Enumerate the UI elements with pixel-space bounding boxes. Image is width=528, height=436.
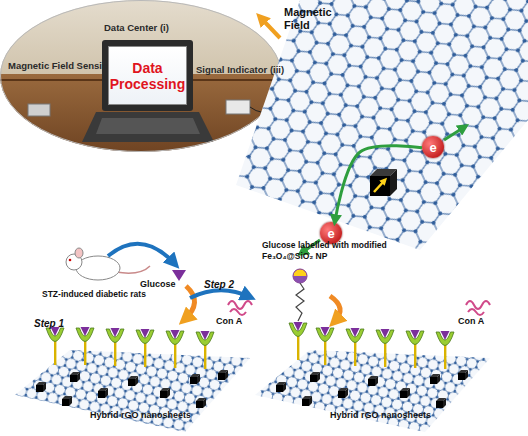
con-a-receptor bbox=[316, 327, 334, 365]
labelled-glucose-label: Glucose labelled with modified Fe₃O₄@SiO… bbox=[262, 240, 390, 261]
binding-arrow bbox=[184, 286, 195, 320]
nanoparticle-cube bbox=[218, 370, 228, 380]
sheet-label: Hybrid rGO nanosheets bbox=[90, 410, 191, 421]
device-label: Signal Indicator (iii) bbox=[196, 64, 284, 75]
step-2-arrow bbox=[190, 290, 250, 298]
laptop-screen: Data Processing bbox=[108, 46, 187, 105]
glucose-sampling-arrow bbox=[108, 244, 175, 264]
con-a-protein bbox=[228, 301, 252, 315]
nanoparticle-cube bbox=[302, 396, 312, 406]
nanoparticle-cube bbox=[70, 372, 80, 382]
linker-chain bbox=[296, 283, 304, 321]
nanoparticle-cube bbox=[458, 370, 468, 380]
con-a-receptor bbox=[436, 331, 454, 369]
protein-label: Con A bbox=[458, 316, 484, 327]
rat-tail bbox=[116, 266, 150, 273]
receptor-row bbox=[289, 322, 454, 369]
nanoparticle-cube bbox=[98, 388, 108, 398]
rat-eye bbox=[69, 259, 72, 262]
con-a-receptor bbox=[289, 322, 307, 360]
sheet-label: Hybrid rGO nanosheets bbox=[330, 410, 431, 421]
nanoparticle-cube bbox=[62, 396, 72, 406]
rgo-sheet bbox=[255, 350, 490, 432]
con-a-receptor bbox=[46, 327, 64, 365]
con-a-receptor bbox=[76, 327, 94, 365]
binding-arrow bbox=[330, 296, 340, 322]
nanoparticle-cube bbox=[36, 382, 46, 392]
magnetic-nanoparticles bbox=[276, 370, 468, 408]
nanoparticle-cube bbox=[430, 374, 440, 384]
nanoparticle-cube bbox=[160, 388, 170, 398]
laptop-keyboard bbox=[82, 112, 214, 142]
keyboard-keys bbox=[96, 118, 200, 134]
rgo-sheet-bg bbox=[15, 350, 250, 432]
step-label: Step 1 bbox=[34, 318, 64, 330]
nanoparticle-cube bbox=[310, 372, 320, 382]
signal-indicator-device bbox=[226, 100, 250, 114]
electron: e bbox=[422, 136, 444, 158]
con-a-receptor bbox=[196, 331, 214, 369]
rat-ear bbox=[75, 248, 83, 258]
electron-transfer-arrow bbox=[335, 146, 422, 223]
receptor-row bbox=[46, 327, 214, 369]
photo-frame bbox=[1, 1, 282, 152]
nanoparticle-cube bbox=[436, 398, 446, 408]
con-a-receptor bbox=[346, 328, 364, 366]
nanoparticle-cube bbox=[368, 376, 378, 386]
rat bbox=[66, 248, 150, 280]
con-a-receptor bbox=[406, 330, 424, 368]
nanoparticle-cube bbox=[338, 388, 348, 398]
fe3o4-sio2-nanoparticle bbox=[293, 269, 307, 283]
nanoparticle-cube bbox=[276, 382, 286, 392]
nanoparticle-cube bbox=[196, 398, 206, 408]
spin-arrow bbox=[374, 180, 385, 192]
protein-label: Con A bbox=[216, 316, 242, 327]
cube-face bbox=[370, 176, 390, 196]
field-label: Magnetic Field bbox=[284, 6, 346, 32]
nanoparticle-shell bbox=[293, 276, 307, 283]
rat-body bbox=[76, 256, 120, 280]
setup-photo-frame: Data Center (i)Magnetic Field Sensing No… bbox=[0, 0, 282, 152]
electron-motion-arrow bbox=[444, 126, 466, 140]
setup-photo bbox=[0, 0, 282, 154]
graphene-sheet bbox=[236, 0, 528, 250]
sample-label: STZ-induced diabetic rats bbox=[42, 289, 146, 300]
con-a-receptor bbox=[376, 329, 394, 367]
rgo-sheet-bg bbox=[255, 350, 490, 432]
device-label: Data Center (i) bbox=[104, 22, 169, 33]
con-a-receptor bbox=[136, 329, 154, 367]
sensing-node-device bbox=[28, 104, 50, 116]
nanoparticle-cube bbox=[190, 374, 200, 384]
analyte-label: Glucose bbox=[140, 279, 176, 290]
graphene-sheet-bg bbox=[236, 0, 528, 250]
electron-symbol: e bbox=[429, 141, 436, 154]
nanoparticle-cube bbox=[400, 388, 410, 398]
magnetic-field-arrow bbox=[260, 17, 280, 38]
magnetic-cube bbox=[370, 169, 397, 196]
laptop-bezel bbox=[102, 40, 193, 111]
electron-symbol: e bbox=[327, 227, 334, 240]
rgo-sheet bbox=[15, 350, 250, 432]
magnetic-nanoparticles bbox=[36, 370, 228, 408]
con-a-receptor bbox=[106, 328, 124, 366]
con-a-receptor bbox=[166, 330, 184, 368]
screen-text: Data Processing bbox=[109, 60, 186, 92]
cube-side bbox=[390, 169, 397, 196]
step-label: Step 2 bbox=[204, 279, 234, 291]
con-a-protein bbox=[466, 301, 490, 315]
nanoparticle-cube bbox=[128, 376, 138, 386]
